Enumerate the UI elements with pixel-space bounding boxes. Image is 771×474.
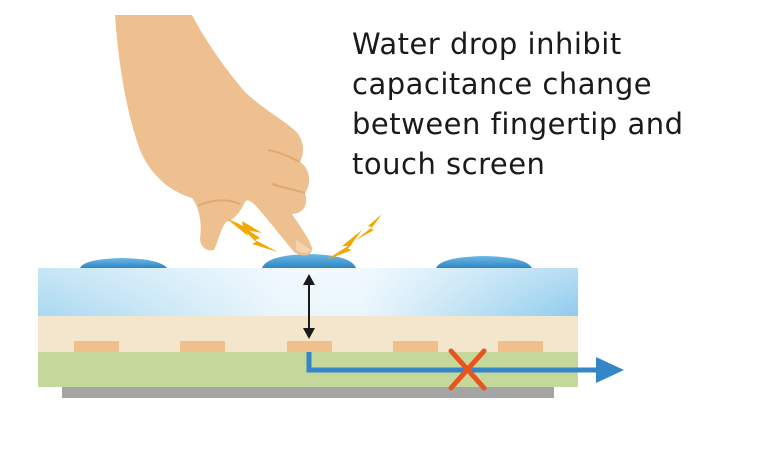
base-plate	[62, 386, 554, 398]
water-drop-icon	[436, 256, 532, 268]
water-drop-icon	[80, 258, 167, 268]
electrode	[498, 341, 543, 352]
caption-line: Water drop inhibit	[352, 27, 622, 61]
electrode	[393, 341, 438, 352]
caption-line: between fingertip and	[352, 107, 684, 141]
x-mark-icon	[448, 348, 487, 391]
water-drop-icon	[262, 254, 356, 268]
caption-text: Water drop inhibit capacitance change be…	[352, 24, 752, 184]
caption-line: capacitance change	[352, 67, 653, 101]
electrode	[287, 341, 332, 352]
spark-icon	[326, 214, 382, 260]
water-drops	[80, 254, 532, 268]
electrode	[74, 341, 119, 352]
signal-path-arrow	[306, 352, 624, 383]
capacitance-arrow	[303, 274, 315, 339]
electrode	[180, 341, 225, 352]
caption-line: touch screen	[352, 147, 546, 181]
pointing-hand-icon	[115, 15, 313, 256]
electrode-row	[74, 341, 543, 352]
spark-icon	[226, 218, 278, 252]
